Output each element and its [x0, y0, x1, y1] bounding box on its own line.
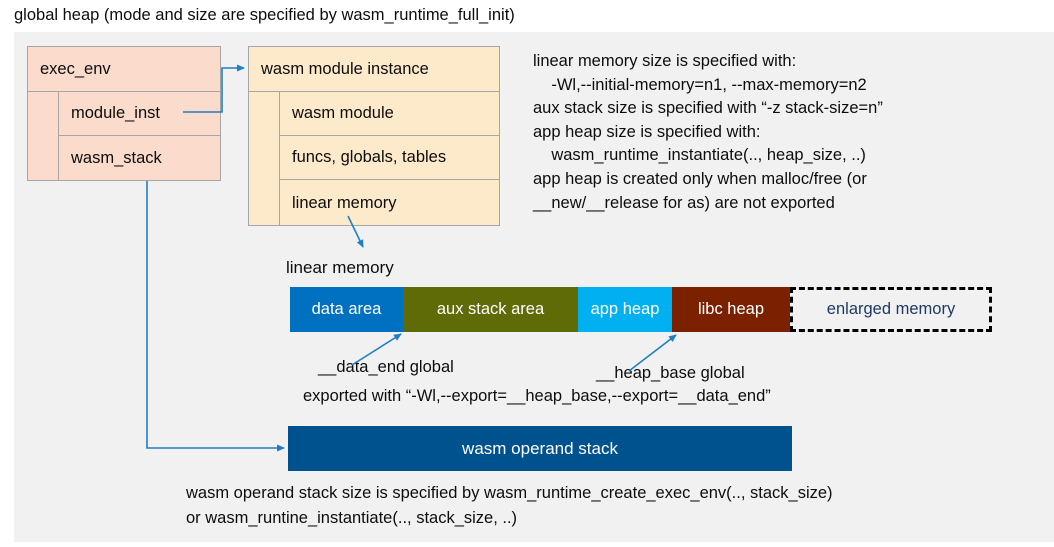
wmi-field-wasm-module-label: wasm module	[292, 104, 394, 122]
memory-segment-label: app heap	[590, 300, 660, 318]
data-end-annotation: __data_end global	[318, 358, 454, 376]
exec-env-title: exec_env	[28, 47, 220, 92]
export-flags-annotation: exported with “-Wl,--export=__heap_base,…	[303, 387, 771, 405]
memory-segment-enlarged-memory: enlarged memory	[790, 287, 992, 332]
exec-env-box: exec_env module_inst wasm_stack	[27, 46, 221, 181]
exec-env-field-wasm-stack-label: wasm_stack	[71, 148, 162, 167]
heap-base-annotation: __heap_base global	[596, 364, 745, 382]
exec-env-field-wasm-stack: wasm_stack	[59, 136, 220, 180]
linear-memory-label: linear memory	[286, 258, 394, 277]
memory-segment-aux-stack-area: aux stack area	[403, 287, 578, 332]
wasm-module-instance-title-label: wasm module instance	[261, 59, 429, 78]
exec-env-indent-gutter	[28, 92, 59, 181]
exec-env-field-module-inst: module_inst	[59, 92, 220, 136]
exec-env-fields: module_inst wasm_stack	[28, 92, 220, 181]
memory-segment-label: enlarged memory	[826, 300, 956, 318]
memory-segment-libc-heap: libc heap	[672, 287, 790, 332]
exec-env-field-module-inst-label: module_inst	[71, 104, 160, 122]
memory-segment-label: data area	[311, 300, 382, 318]
wasm-module-instance-title: wasm module instance	[249, 47, 499, 92]
wmi-field-funcs-globals-tables-label: funcs, globals, tables	[292, 148, 447, 166]
wasm-module-instance-fields: wasm module funcs, globals, tables linea…	[249, 92, 499, 226]
memory-segment-app-heap: app heap	[578, 287, 672, 332]
wasm-operand-stack-label: wasm operand stack	[462, 438, 618, 458]
exec-env-title-label: exec_env	[40, 59, 111, 78]
memory-segment-label: aux stack area	[436, 300, 545, 318]
wasm-operand-stack-box: wasm operand stack	[288, 426, 792, 471]
wasm-module-instance-indent-gutter	[249, 92, 280, 226]
wmi-field-linear-memory: linear memory	[280, 180, 499, 226]
memory-segment-label: libc heap	[697, 300, 765, 318]
memory-segment-data-area: data area	[290, 287, 403, 332]
linear-memory-bar: data area aux stack area app heap libc heap…	[290, 287, 992, 332]
wmi-field-funcs-globals-tables: funcs, globals, tables	[280, 136, 499, 180]
wasm-module-instance-box: wasm module instance wasm module funcs, …	[248, 46, 500, 226]
wmi-field-linear-memory-label: linear memory	[292, 193, 397, 212]
wmi-field-wasm-module: wasm module	[280, 92, 499, 136]
page-title: global heap (mode and size are specified…	[14, 6, 515, 24]
linear-memory-notes: linear memory size is specified with: -W…	[533, 52, 883, 212]
operand-stack-note: wasm operand stack size is specified by …	[186, 484, 833, 527]
